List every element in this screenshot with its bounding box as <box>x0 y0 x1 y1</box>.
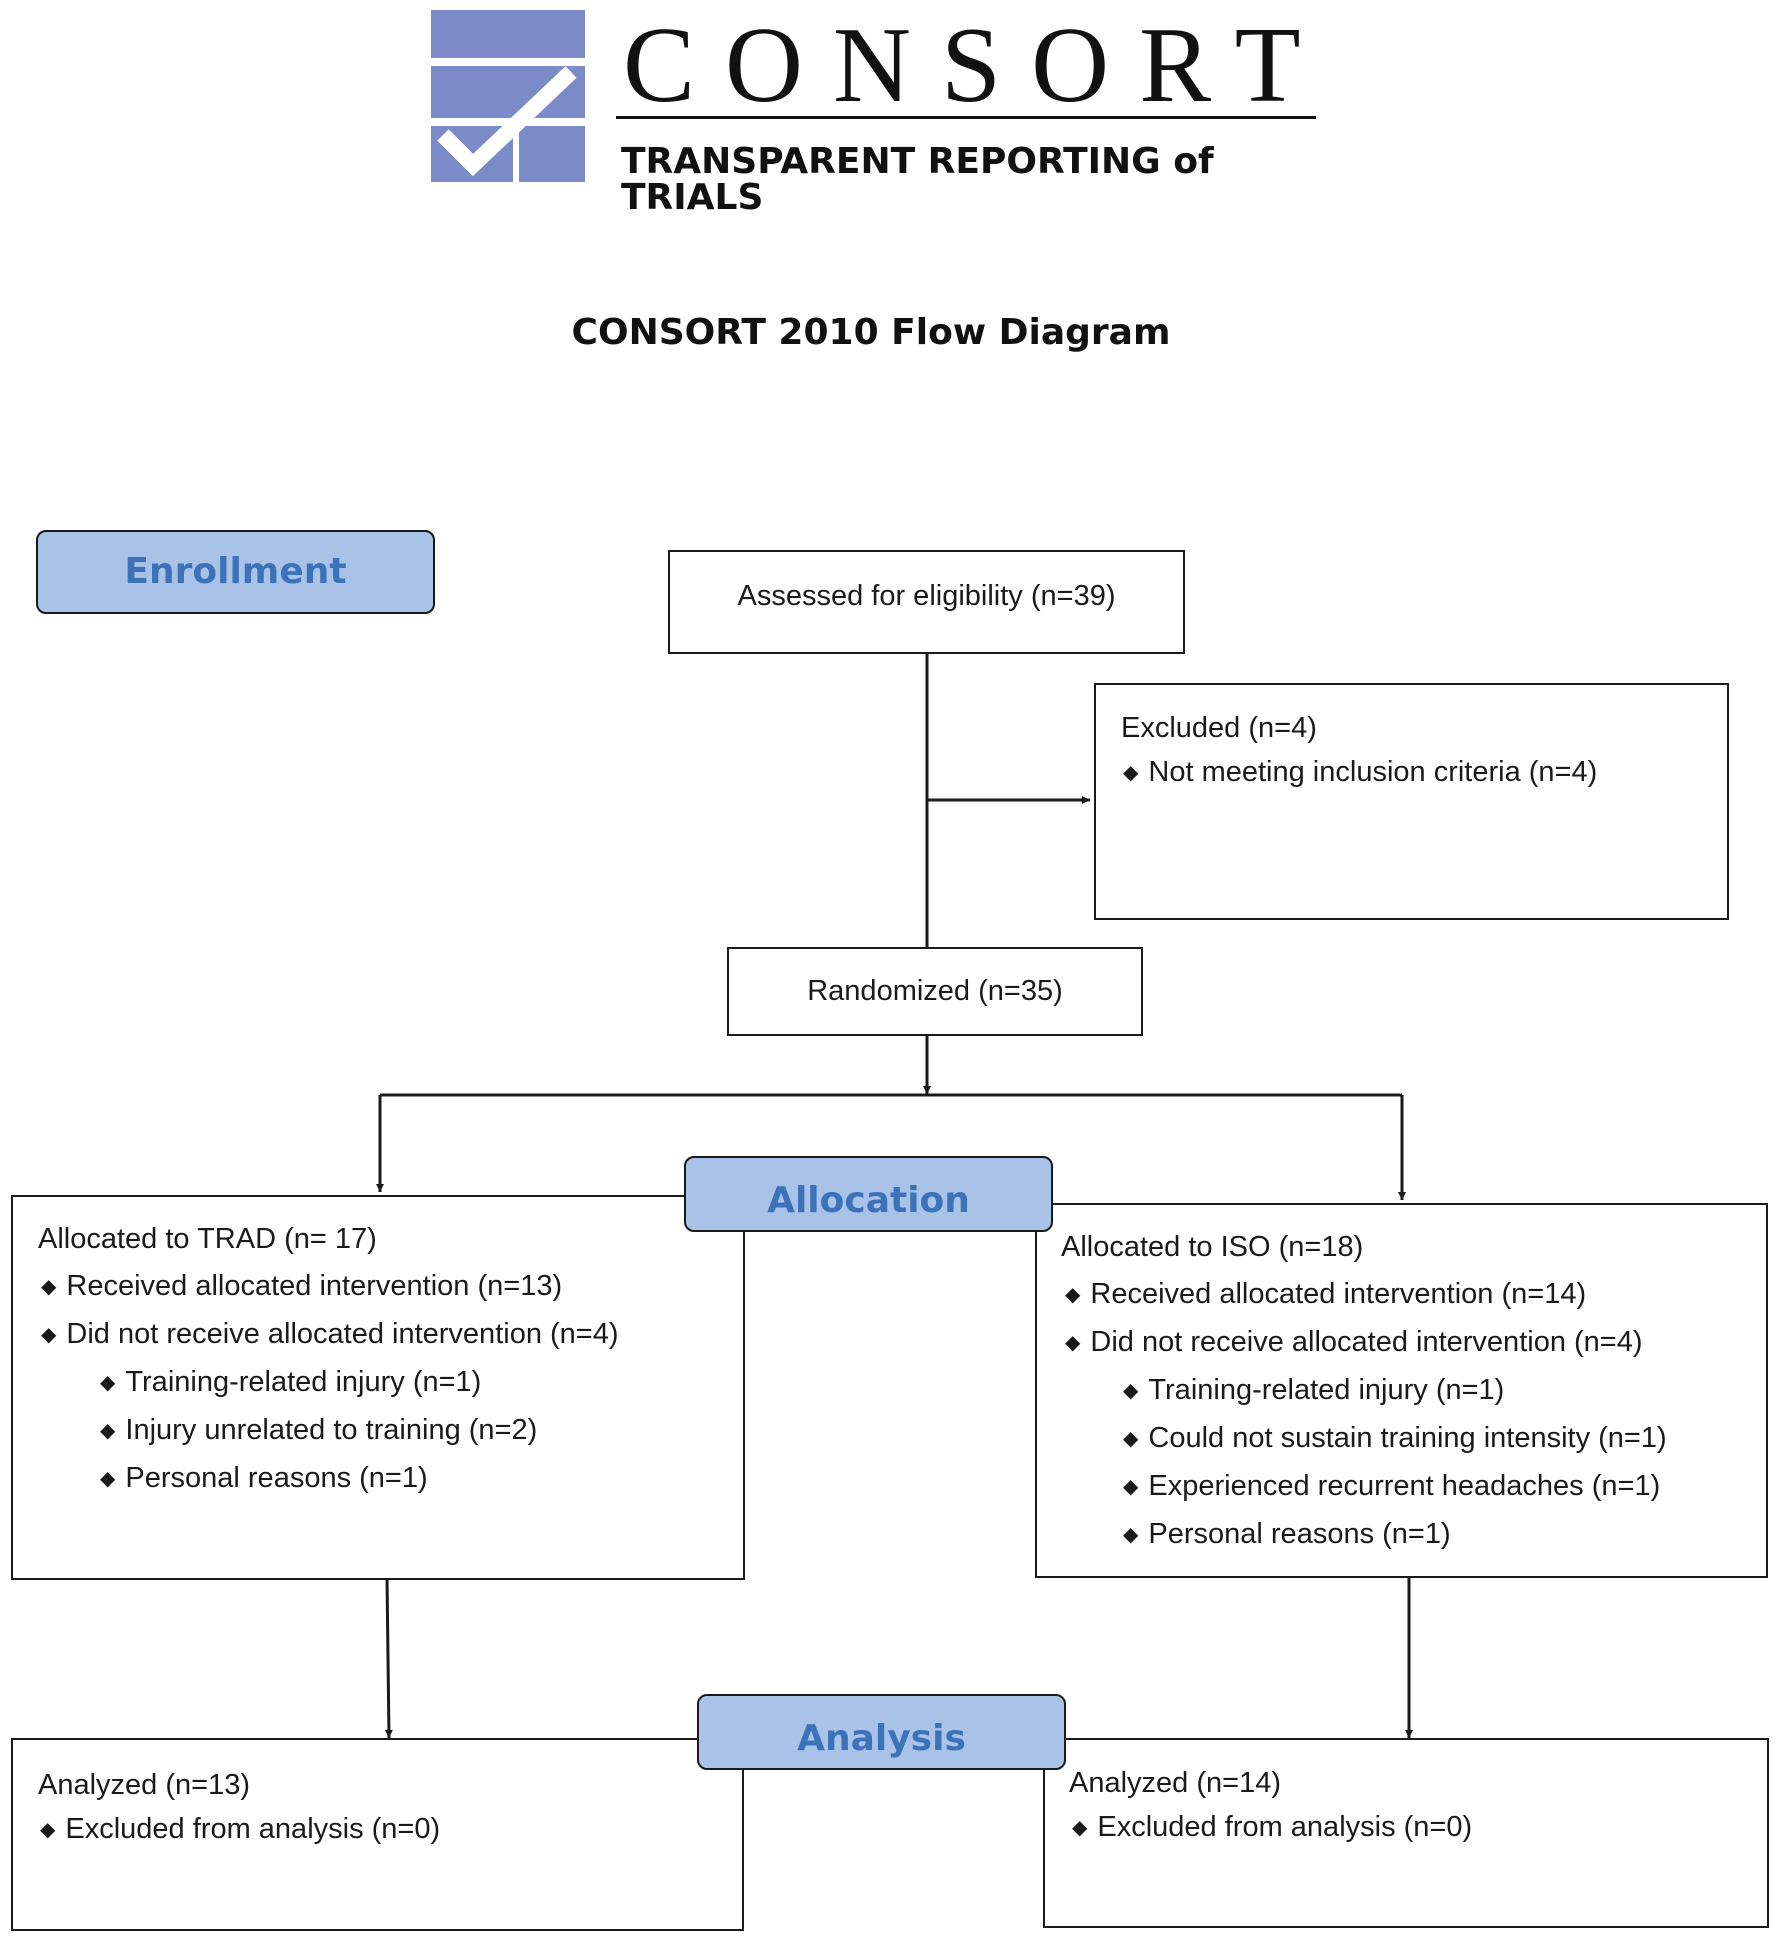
list-item: ◆ Received allocated intervention (n=14) <box>1065 1277 1586 1312</box>
list-item: ◆ Experienced recurrent headaches (n=1) <box>1123 1469 1660 1504</box>
diamond-bullet-icon: ◆ <box>1123 762 1139 784</box>
diamond-bullet-icon: ◆ <box>100 1420 116 1442</box>
diamond-bullet-icon: ◆ <box>1123 1380 1139 1402</box>
iso-title: Allocated to ISO (n=18) <box>1061 1231 1364 1263</box>
assessed-box: Assessed for eligibility (n=39) <box>668 550 1185 654</box>
trad-allocation-box: Allocated to TRAD (n= 17) ◆ Received allo… <box>11 1195 745 1580</box>
diamond-bullet-icon: ◆ <box>1065 1284 1081 1306</box>
iso-analyzed: Analyzed (n=14) <box>1069 1767 1281 1799</box>
list-item: ◆ Training-related injury (n=1) <box>100 1365 481 1400</box>
iso-reason: Training-related injury (n=1) <box>1148 1374 1505 1406</box>
excluded-box: Excluded (n=4) ◆ Not meeting inclusion cr… <box>1094 683 1729 920</box>
list-item: ◆ Could not sustain training intensity (n… <box>1123 1421 1667 1456</box>
diagram-title: CONSORT 2010 Flow Diagram <box>571 312 1171 353</box>
diamond-bullet-icon: ◆ <box>1072 1817 1088 1839</box>
diamond-bullet-icon: ◆ <box>1123 1476 1139 1498</box>
stage-analysis: Analysis <box>697 1694 1066 1770</box>
iso-allocation-box: Allocated to ISO (n=18) ◆ Received alloca… <box>1035 1203 1768 1578</box>
list-item: ◆ Excluded from analysis (n=0) <box>1072 1810 1472 1845</box>
list-item: ◆ Personal reasons (n=1) <box>1123 1517 1451 1552</box>
diamond-bullet-icon: ◆ <box>41 1324 57 1346</box>
diamond-bullet-icon: ◆ <box>1065 1332 1081 1354</box>
trad-title: Allocated to TRAD (n= 17) <box>38 1223 377 1255</box>
assessed-text: Assessed for eligibility (n=39) <box>737 580 1116 612</box>
iso-reason: Personal reasons (n=1) <box>1148 1518 1451 1550</box>
diamond-bullet-icon: ◆ <box>100 1372 116 1394</box>
consort-logo: CONSORT TRANSPARENT REPORTING of TRIALS <box>431 10 1325 216</box>
iso-not-received: Did not receive allocated intervention (… <box>1090 1326 1643 1358</box>
diamond-bullet-icon: ◆ <box>100 1468 116 1490</box>
trad-analyzed: Analyzed (n=13) <box>38 1769 250 1801</box>
excluded-reason: Not meeting inclusion criteria (n=4) <box>1148 756 1598 788</box>
list-item: ◆ Training-related injury (n=1) <box>1123 1373 1504 1408</box>
logo-tagline: TRANSPARENT REPORTING of TRIALS <box>621 141 1214 218</box>
list-item: ◆ Personal reasons (n=1) <box>100 1461 428 1496</box>
consort-checkmark-icon <box>431 10 585 186</box>
list-item: ◆ Received allocated intervention (n=13) <box>41 1269 562 1304</box>
list-item: ◆ Did not receive allocated intervention … <box>1065 1325 1643 1360</box>
trad-not-received: Did not receive allocated intervention (… <box>66 1318 619 1350</box>
stage-allocation: Allocation <box>684 1156 1053 1232</box>
trad-excluded-analysis: Excluded from analysis (n=0) <box>65 1813 441 1845</box>
stage-enrollment: Enrollment <box>36 530 435 614</box>
iso-reason: Experienced recurrent headaches (n=1) <box>1148 1470 1661 1502</box>
diamond-bullet-icon: ◆ <box>1123 1524 1139 1546</box>
diamond-bullet-icon: ◆ <box>1123 1428 1139 1450</box>
list-item: ◆ Did not receive allocated intervention … <box>41 1317 619 1352</box>
list-item: ◆ Injury unrelated to training (n=2) <box>100 1413 537 1448</box>
randomized-text: Randomized (n=35) <box>807 975 1063 1007</box>
iso-excluded-analysis: Excluded from analysis (n=0) <box>1097 1811 1473 1843</box>
trad-reason: Injury unrelated to training (n=2) <box>125 1414 538 1446</box>
randomized-box: Randomized (n=35) <box>727 947 1143 1036</box>
diamond-bullet-icon: ◆ <box>40 1819 56 1841</box>
logo-rule <box>616 116 1316 119</box>
trad-received: Received allocated intervention (n=13) <box>66 1270 563 1302</box>
iso-reason: Could not sustain training intensity (n=… <box>1148 1422 1667 1454</box>
diamond-bullet-icon: ◆ <box>41 1276 57 1298</box>
excluded-title: Excluded (n=4) <box>1121 712 1317 744</box>
trad-analysis-box: Analyzed (n=13) ◆ Excluded from analysis … <box>11 1738 744 1931</box>
iso-analysis-box: Analyzed (n=14) ◆ Excluded from analysis … <box>1043 1738 1769 1928</box>
trad-reason: Personal reasons (n=1) <box>125 1462 428 1494</box>
connector-trad-to-analysis <box>384 1577 393 1739</box>
list-item: ◆ Not meeting inclusion criteria (n=4) <box>1123 755 1597 790</box>
logo-wordmark: CONSORT <box>623 6 1331 125</box>
trad-reason: Training-related injury (n=1) <box>125 1366 482 1398</box>
iso-received: Received allocated intervention (n=14) <box>1090 1278 1587 1310</box>
list-item: ◆ Excluded from analysis (n=0) <box>40 1812 440 1847</box>
